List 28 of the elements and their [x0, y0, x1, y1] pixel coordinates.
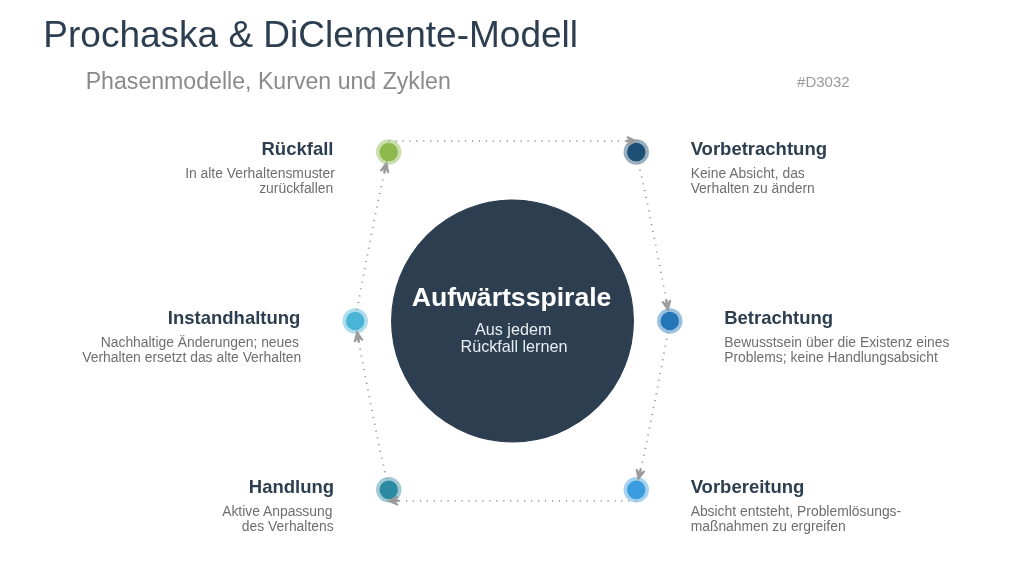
arrow	[355, 162, 389, 311]
node-circle	[656, 308, 683, 334]
label: Phasenmodelle, Kurven und Zyklen	[85, 68, 451, 95]
arrow	[387, 136, 637, 147]
arrow	[637, 162, 671, 311]
node-label: Nachhaltige Änderungen; neues Verhalten ersetzt das alte Verhalten	[81, 334, 301, 366]
node-label: Absicht entsteht, Problemlösungs- maßnahmen zu ergreifen	[690, 502, 901, 535]
node-circle	[341, 308, 368, 334]
node-circle	[623, 477, 649, 503]
node-label: Keine Absicht, das Verhalten zu ändern	[690, 165, 815, 197]
arrow	[387, 495, 637, 506]
node-circle	[623, 139, 649, 165]
node-label: Aktive Anpassung des Verhaltens	[221, 502, 334, 535]
arrow	[635, 331, 669, 480]
node-label: Handlung	[248, 476, 334, 498]
node-circle: Aufwärtsspirale Aus jedem Rückfall lernen	[390, 199, 634, 443]
node-circle	[375, 477, 401, 503]
node-circle	[375, 139, 401, 165]
arrow	[353, 331, 387, 480]
diagram-title: Prochaska & DiClemente-Modell	[42, 12, 578, 55]
node-label: Bewusstsein über die Existenz eines Problems; keine Handlungsabsicht	[723, 334, 949, 366]
node-label: Rückfall	[261, 138, 333, 160]
label: #D3032	[796, 73, 850, 91]
node-label: In alte Verhaltensmuster zurückfallen	[184, 165, 335, 197]
node-label: Betrachtung	[723, 307, 833, 329]
node-label: Instandhaltung	[167, 307, 300, 329]
node-label: Vorbetrachtung	[690, 138, 827, 160]
node-label: Vorbereitung	[690, 476, 804, 498]
